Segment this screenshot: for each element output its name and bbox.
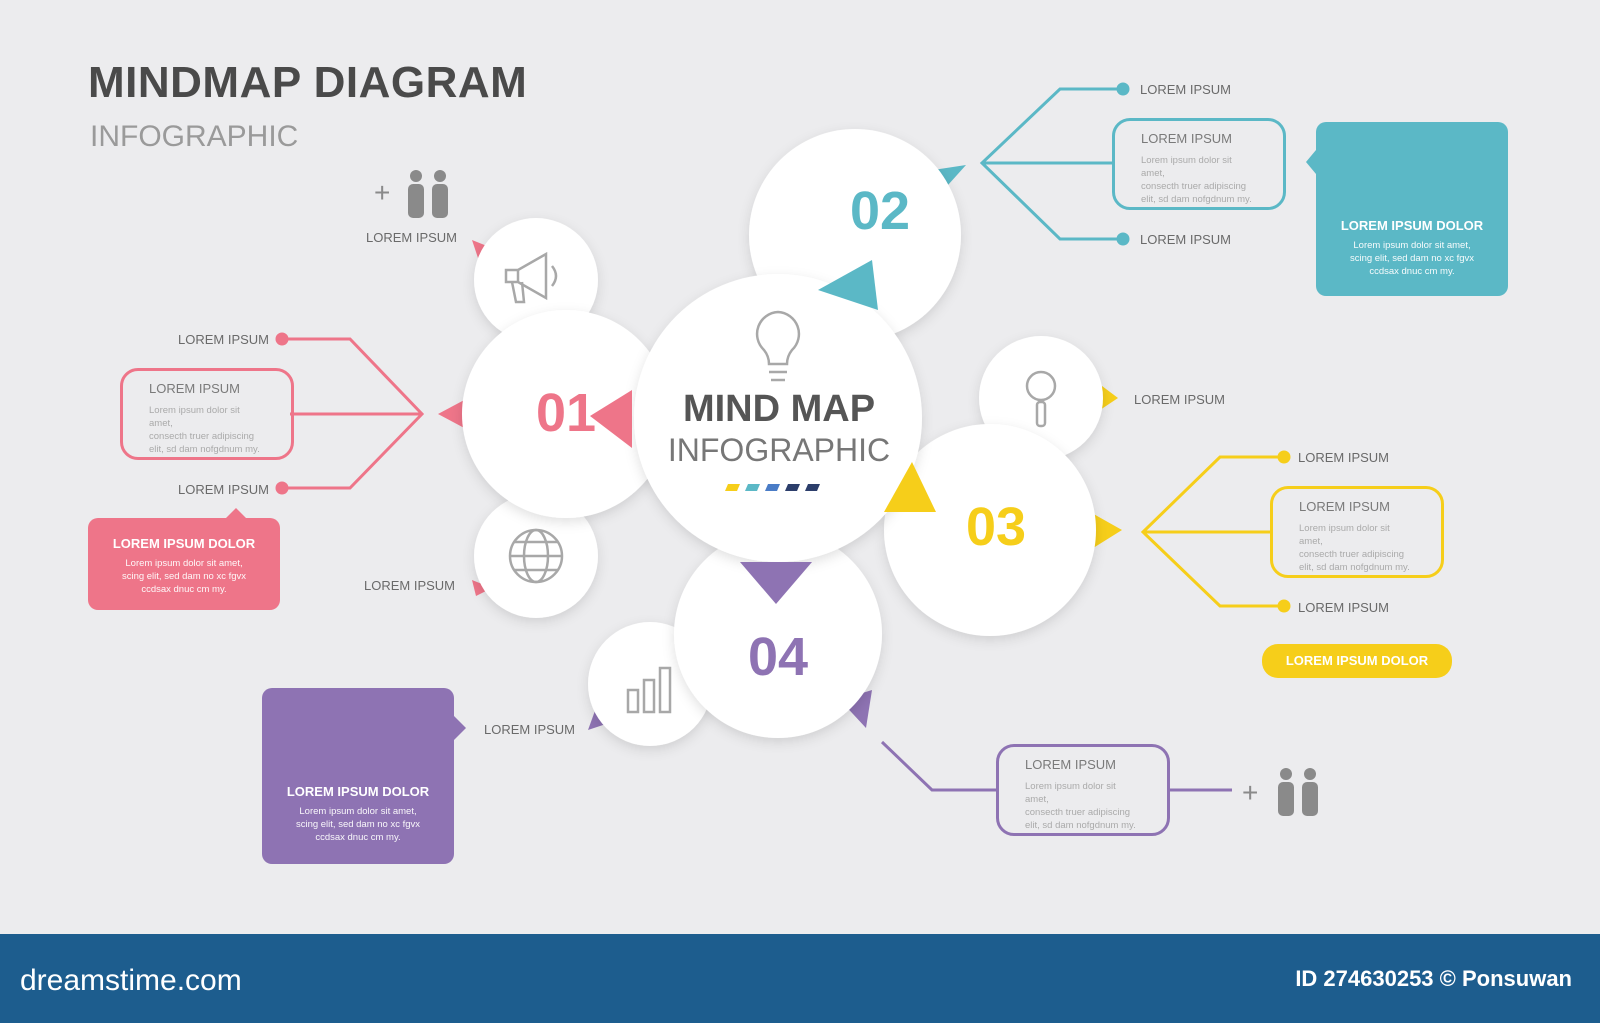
label-01-top: LOREM IPSUM <box>178 332 270 347</box>
notch-pink-card <box>226 508 246 518</box>
card-purple: LOREM IPSUM DOLOR Lorem ipsum dolor sit … <box>262 688 454 864</box>
label-globe: LOREM IPSUM <box>364 578 456 593</box>
text-box-01: LOREM IPSUM Lorem ipsum dolor sit amet, … <box>120 368 294 460</box>
label-02-top: LOREM IPSUM <box>1140 82 1232 97</box>
text-box-02: LOREM IPSUM Lorem ipsum dolor sit amet, … <box>1112 118 1286 210</box>
megaphone-icon <box>504 251 558 304</box>
node-number-01: 01 <box>535 383 597 443</box>
center-pointer-02 <box>818 260 878 310</box>
node-number-02: 02 <box>849 181 911 241</box>
circle-01 <box>462 310 670 518</box>
svg-text:+: + <box>1242 777 1258 808</box>
text-box-02-body: Lorem ipsum dolor sit amet, consecth tru… <box>1141 155 1252 205</box>
globe-icon <box>508 528 564 584</box>
text-box-01-heading: LOREM IPSUM <box>149 381 241 396</box>
pointer-01 <box>438 398 468 430</box>
bar-chart-icon <box>626 666 672 714</box>
connectors-02 <box>979 82 1130 246</box>
lightbulb-icon <box>755 310 801 382</box>
footer-image-id: ID 274630253 © Ponsuwan <box>1295 966 1572 991</box>
connectors-01 <box>275 332 425 495</box>
page-subtitle: INFOGRAPHIC <box>90 120 299 153</box>
circle-03 <box>884 424 1096 636</box>
footer-logo: dreamstime.com <box>20 964 242 997</box>
text-box-02-heading: LOREM IPSUM <box>1141 131 1233 146</box>
label-01-bottom: LOREM IPSUM <box>178 482 270 497</box>
notch-teal-card <box>1306 150 1316 174</box>
label-03-top: LOREM IPSUM <box>1298 450 1390 465</box>
card-pink-heading: LOREM IPSUM DOLOR <box>112 536 256 551</box>
card-teal-heading: LOREM IPSUM DOLOR <box>1340 218 1484 233</box>
node-number-03: 03 <box>965 497 1027 557</box>
card-pink: LOREM IPSUM DOLOR Lorem ipsum dolor sit … <box>88 518 280 610</box>
people-icon-2: + <box>1242 768 1318 816</box>
connectors-04 <box>880 740 1232 792</box>
label-03-bottom: LOREM IPSUM <box>1298 600 1390 615</box>
card-pink-body: Lorem ipsum dolor sit amet, scing elit, … <box>121 558 247 595</box>
footer-bar: dreamstime.com ID 274630253 © Ponsuwan <box>0 934 1600 1023</box>
text-box-04: LOREM IPSUM Lorem ipsum dolor sit amet, … <box>996 744 1170 836</box>
connectors-03 <box>1140 450 1291 613</box>
label-megaphone: LOREM IPSUM <box>366 230 458 245</box>
pointer-mega <box>472 240 492 258</box>
center-title: MIND MAP <box>682 388 876 430</box>
center-pointer-01 <box>590 390 632 448</box>
text-box-04-body: Lorem ipsum dolor sit amet, consecth tru… <box>1025 781 1136 831</box>
card-teal-body: Lorem ipsum dolor sit amet, scing elit, … <box>1349 240 1475 277</box>
page-title: MINDMAP DIAGRAM <box>88 58 528 107</box>
center-dashes <box>725 484 820 491</box>
center-pointer-04 <box>740 562 812 604</box>
notch-purple-card <box>454 716 466 740</box>
text-box-03-heading: LOREM IPSUM <box>1299 499 1391 514</box>
center-pointer-03 <box>884 462 936 512</box>
text-box-03-body: Lorem ipsum dolor sit amet, consecth tru… <box>1299 523 1410 573</box>
magnifier-icon <box>1025 370 1057 428</box>
card-purple-body: Lorem ipsum dolor sit amet, scing elit, … <box>295 806 421 843</box>
svg-text:+: + <box>374 177 390 208</box>
text-box-01-body: Lorem ipsum dolor sit amet, consecth tru… <box>149 405 260 455</box>
people-icon: + <box>374 170 448 218</box>
text-box-04-heading: LOREM IPSUM <box>1025 757 1117 772</box>
text-box-03: LOREM IPSUM Lorem ipsum dolor sit amet, … <box>1270 486 1444 578</box>
circle-center <box>634 274 922 562</box>
pointer-globe <box>472 580 492 596</box>
node-number-04: 04 <box>747 627 809 687</box>
card-purple-heading: LOREM IPSUM DOLOR <box>286 784 430 799</box>
label-02-bottom: LOREM IPSUM <box>1140 232 1232 247</box>
label-magnifier: LOREM IPSUM <box>1134 392 1226 407</box>
card-teal: LOREM IPSUM DOLOR Lorem ipsum dolor sit … <box>1316 122 1508 296</box>
pointer-03 <box>1090 512 1122 550</box>
label-chart: LOREM IPSUM <box>484 722 576 737</box>
pill-yellow: LOREM IPSUM DOLOR <box>1262 644 1452 678</box>
pointer-magnifier <box>1100 386 1118 410</box>
center-subtitle: INFOGRAPHIC <box>667 432 891 468</box>
circle-04 <box>674 530 882 738</box>
